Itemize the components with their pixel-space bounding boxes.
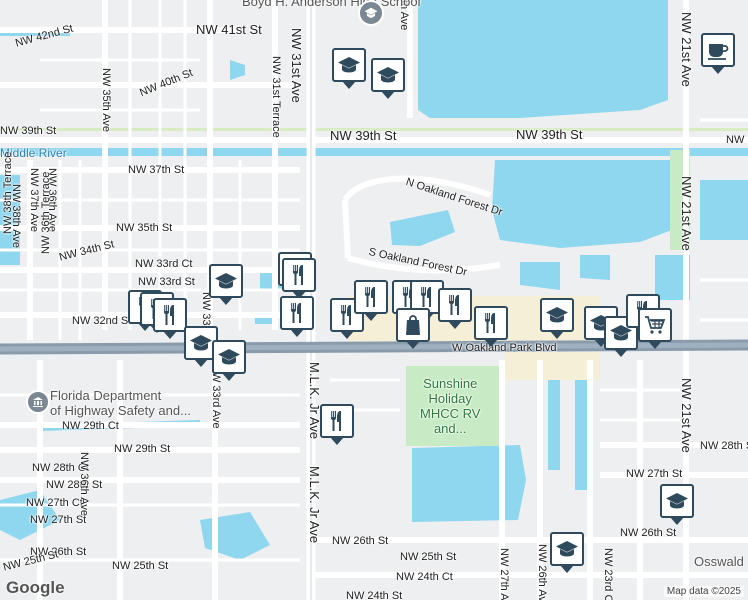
restaurant-icon [290,303,301,323]
street-nw-35th-st: NW 35th St [116,222,173,234]
street-nw-36th-ave: NW 36th Ave [78,452,90,516]
government-marker-icon[interactable] [26,390,50,414]
street-nw-26th-st-center: NW 26th St [332,535,389,547]
street-nw-26th-st-east: NW 26th St [620,527,677,539]
map-pin-restaurant[interactable] [282,258,316,299]
map-pin-restaurant[interactable] [320,404,354,445]
map-pin-restaurant[interactable] [153,298,187,339]
map-pin-school[interactable] [212,340,246,381]
restaurant-icon [364,287,375,307]
street-nw-28th-st: NW 28th St [46,479,103,491]
map-pin-shopping-bag[interactable] [396,308,430,349]
street-nw-24th-st: NW 24th St [346,590,403,600]
street-mlk-jr-ave-b: M.L.K. Jr Ave [307,466,322,544]
restaurant-icon [484,313,495,333]
street-nw-29th-ct: NW 29th Ct [62,420,119,432]
school-icon [610,325,632,341]
shopping-bag-icon [406,315,420,335]
google-logo: Google [6,578,65,597]
street-nw-27th-st-east: NW 27th St [626,468,683,480]
restaurant-icon [163,305,174,325]
restaurant-icon [292,265,303,285]
street-nw-27th-ct: NW 27th Ct [26,497,83,509]
map-pin-restaurant[interactable] [474,306,508,347]
map-pin-cafe[interactable] [701,33,735,74]
restaurant-icon [330,411,341,431]
map-pin-school[interactable] [184,326,218,367]
street-nw-28th-ct: NW 28th Ct [32,462,89,474]
street-nw-26th-ave: NW 26th Ave [536,544,548,600]
map-pin-restaurant[interactable] [438,288,472,329]
street-nw-39th-st-left: NW 39th St [0,125,57,137]
street-nw-21st-ave-low: NW 21st Ave [679,378,694,453]
sunshine-park [406,366,500,446]
street-nw-36th-terrace: NW 36th Terrace [40,171,52,254]
street-nw-38th-terrace: NW 38th Terrace [2,151,14,234]
poi-florida-dept-highway-safety[interactable]: Florida Department of Highway Safety and… [50,388,191,418]
street-nw-33rd-ct: NW 33rd Ct [135,258,193,270]
map-pin-school[interactable] [550,532,584,573]
street-nw-37th-st: NW 37th St [128,164,185,176]
street-nw-32nd-st: NW 32nd St [72,315,132,327]
street-nw-38th: NW 38t [726,134,748,146]
street-nw-24th-ct: NW 24th Ct [396,571,453,583]
street-nw-39th-st: NW 39th St [330,128,397,143]
map-pin-school[interactable] [604,316,638,357]
street-w-oakland-park-blvd: W Oakland Park Blvd [452,342,557,354]
school-icon [666,493,688,509]
street-nw-28th-st-east: NW 28th St [700,440,748,452]
poi-osswald[interactable]: Osswald [694,554,744,569]
street-nw-21st-ave-mid: NW 21st Ave [679,176,694,251]
street-nw-25th-st: NW 25th St [112,560,169,572]
map-pin-restaurant[interactable] [280,296,314,337]
school-icon [218,349,240,365]
pond-oakland [390,210,455,246]
water-label-middle-river: Middle River [0,146,67,160]
grocery-cart-icon [645,316,666,334]
street-nw-41st-st: NW 41st St [196,22,262,37]
middle-river [0,148,748,156]
map-pin-school[interactable] [332,48,366,89]
map-pin-school[interactable] [660,484,694,525]
map-pin-grocery[interactable] [638,308,672,349]
school-icon [215,273,237,289]
street-nw-25th-st-center: NW 25th St [400,551,457,563]
street-nw-39th-st-east: NW 39th St [516,127,583,142]
street-nw-27th-ave: NW 27th Ave [498,548,510,600]
street-nw-23rd-ct: NW 23rd Ct [602,548,614,600]
school-icon [377,67,399,83]
street-mlk-jr-ave-a: M.L.K. Jr Ave [307,362,322,440]
school-icon [338,57,360,73]
street-nw-31st-terrace: NW 31st Terrace [270,56,282,138]
street-nw-33rd-st: NW 33rd St [138,276,195,288]
street-nw-21st-ave-top: NW 21st Ave [679,12,694,87]
street-nw-26th-st: NW 26th St [30,546,87,558]
street-nw-37th-ave: NW 37th Ave [28,168,40,232]
school-icon [190,335,212,351]
street-nw-27th-st: NW 27th St [30,514,87,526]
map-pin-school[interactable] [371,58,405,99]
poi-boyd-anderson-high-school[interactable]: Boyd H. Anderson High School [242,0,421,9]
street-nw-35th-ave: NW 35th Ave [100,68,112,132]
map-pin-restaurant[interactable] [354,280,388,321]
map-pin-school[interactable] [209,264,243,305]
school-marker-icon[interactable] [358,0,384,26]
restaurant-icon [340,305,351,325]
poi-sunshine-holiday-mhcc[interactable]: Sunshine Holiday MHCC RV and... [420,376,481,436]
lake-north [418,0,668,118]
street-nw-31st-ave: NW 31st Ave [289,28,304,103]
map-attribution[interactable]: Map data ©2025 [663,586,744,597]
school-icon [556,541,578,557]
lake-south [412,445,526,522]
lake-oakland-north [492,160,672,248]
restaurant-icon [448,295,459,315]
street-nw-29th-st: NW 29th St [114,443,171,455]
cafe-icon [708,44,729,60]
school-icon [546,307,568,323]
map-pin-school[interactable] [540,298,574,339]
restaurant-icon [420,287,431,307]
